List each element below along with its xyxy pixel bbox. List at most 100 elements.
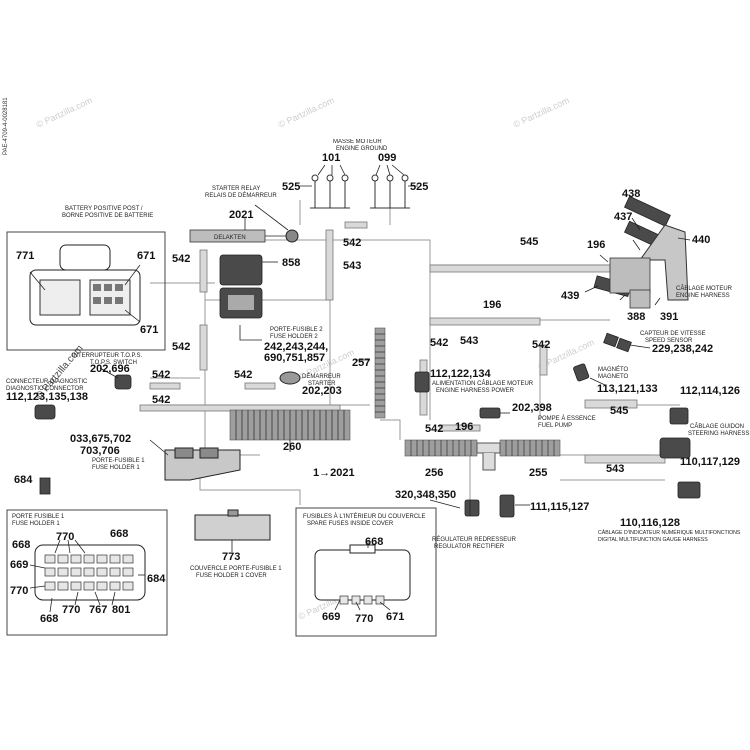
callout: 669 [10,559,28,571]
caption: FUSE HOLDER 1 [92,465,140,471]
caption: DIGITAL MULTIFUNCTION GAUGE HARNESS [598,537,708,543]
spare-fuses-drawing [314,540,411,611]
side-code: PAE-4709-4-0028181 [3,97,9,155]
caption: CÂBLAGE D'INDICATEUR NUMÉRIQUE MULTIFONC… [598,529,741,536]
caption: COUVERCLE PORTE-FUSIBLE 1 [190,566,282,572]
harness-power-connector [414,363,606,393]
item-684 [39,477,51,495]
caption: T.O.P.S. SWITCH [90,360,137,366]
caption: CAPTEUR DE VITESSE [640,331,706,337]
caption: REGULATOR RECTIFIER [434,544,505,550]
caption: FUSE HOLDER 1 [12,521,60,527]
callout: 256 [425,467,443,479]
callout: 668 [12,539,30,551]
caption: FUEL PUMP [538,423,572,429]
callout: 391 [660,311,678,323]
captions: MASSE MOTEUR ENGINE GROUND STARTER RELAY… [6,139,749,579]
callout: 542 [234,369,252,381]
caption: SPEED SENSOR [645,338,693,344]
caption: ENGINE HARNESS [676,293,730,299]
callout: 229,238,242 [652,343,713,355]
fuse-holder-1-detail [29,539,146,613]
callout: 858 [282,257,300,269]
caption: DIAGNOSTIC CONNECTOR [6,386,84,392]
callout: 196 [483,299,501,311]
callout: 112,114,126 [680,385,740,397]
callout: 671 [137,250,155,262]
callout: 684 [14,474,33,486]
caption: INTERRUPTEUR T.O.P.S. [72,353,142,359]
regulator-connectors [429,494,530,518]
callout: 033,675,702 [70,433,131,445]
conduit-segments [139,221,666,464]
callout: 110,116,128 [620,517,680,529]
callout: 113,121,133 [597,383,658,395]
engine-ground-terminals [300,164,418,209]
callout: 770 [62,604,80,616]
callout: 671 [140,324,158,336]
callout: 112,122,134 [430,368,491,380]
callout: 542 [152,394,170,406]
callout: 202,696 [90,363,130,375]
caption: DÉMARREUR [302,373,341,380]
tops-switch [34,367,132,420]
caption: ALIMENTATION CÂBLAGE MOTEUR [432,380,534,387]
callout: 202,203 [302,385,342,397]
callout: 440 [692,234,710,246]
callout: 545 [610,405,628,417]
callout: 542 [172,341,190,353]
callout: 542 [343,237,361,249]
callout: 543 [343,260,361,272]
caption: CONNECTEUR DIAGNOSTIC [6,379,88,385]
fuse-holder-1-cover [194,509,271,552]
caption: MAGNÉTO [598,366,629,373]
corrugated-conduit-257 [355,327,386,419]
caption: FUSE HOLDER 1 COVER [196,573,267,579]
callout: 770 [355,613,373,625]
callout: 112,123,135,138 [6,391,88,403]
spare-fuses-inset [295,507,437,637]
callout: 320,348,350 [395,489,456,501]
callout: 669 [322,611,340,623]
fuse-holder-1 [149,439,241,481]
caption: ENGINE GROUND [336,146,388,152]
callout: 770 [56,531,74,543]
callout: 439 [561,290,579,302]
callout: 196 [587,239,605,251]
callout: 770 [10,585,28,597]
callout: 242,243,244, [264,341,328,353]
fuse-holder-1-inset [6,509,168,636]
callout: 525 [282,181,300,193]
caption: POMPE À ESSENCE [538,415,596,422]
callouts: 438 437 440 196 545 439 388 391 101 099 … [6,152,740,625]
connector-drawing [29,244,141,326]
speed-sensor [603,332,651,353]
fuse-holder-2 [219,254,278,341]
fuel-pump-connector [479,407,510,419]
caption: BORNE POSITIVE DE BATTERIE [62,213,153,219]
caption: STARTER RELAY [212,186,260,192]
caption: PORTE-FUSIBLE 2 [270,327,323,333]
steering-harness-connectors [659,407,701,499]
callout: 196 [455,421,473,433]
callout: 545 [520,236,538,248]
callout: 542 [172,253,190,265]
callout: 255 [529,467,547,479]
caption: MASSE MOTEUR [333,139,382,145]
callout: 690,751,857 [264,352,325,364]
callout: 542 [532,339,550,351]
callout: 438 [622,188,640,200]
callout: 110,117,129 [680,456,740,468]
callout: 668 [40,613,58,625]
callout: 101 [322,152,340,164]
caption: SPARE FUSES INSIDE COVER [307,521,394,527]
watermark: © Partzilla.com [277,95,336,130]
callout: 437 [614,211,632,223]
callout: 257 [352,357,370,369]
callout: 542 [152,369,170,381]
watermark: © Partzilla.com [35,95,94,130]
engine-harness-connectors [584,195,691,309]
caption: CÂBLAGE GUIDON [690,423,744,430]
caption: ENGINE HARNESS POWER [436,388,515,394]
